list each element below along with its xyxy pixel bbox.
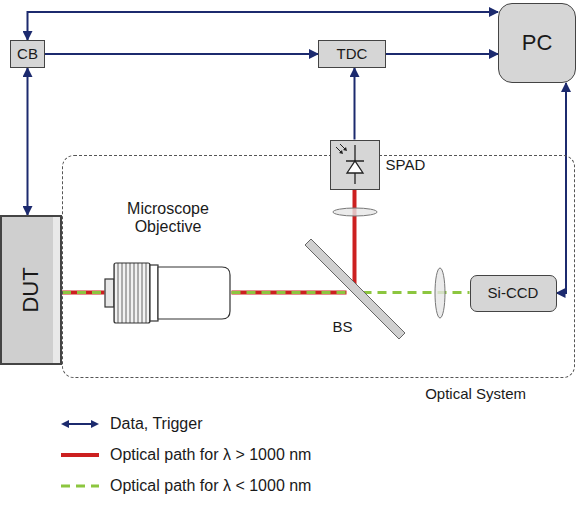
optical-path — [232, 292, 347, 293]
si-ccd-camera: Si-CCD — [470, 275, 557, 312]
node-label: PC — [522, 30, 553, 55]
tdc-box: TDC — [318, 40, 386, 68]
connector-line — [28, 12, 499, 40]
spad-detector: SPAD — [330, 140, 380, 190]
connector-line — [354, 68, 356, 140]
red-beam — [353, 190, 357, 285]
legend-item: Optical path for λ > 1000 nm — [60, 444, 480, 466]
beam-splitter: BS — [347, 285, 363, 301]
legend-text: Data, Trigger — [110, 415, 202, 433]
node-label: TDC — [337, 45, 368, 62]
connector-line — [45, 53, 318, 55]
red-beam — [62, 291, 105, 295]
legend-item: Optical path for λ < 1000 nm — [60, 475, 480, 497]
photodiode-symbol — [331, 141, 378, 188]
control-box: CB — [10, 40, 45, 68]
green-beam — [62, 291, 105, 294]
green-beam — [363, 291, 470, 294]
node-label: Si-CCD — [488, 284, 539, 301]
lens — [435, 268, 445, 318]
legend-text: Optical path for λ < 1000 nm — [110, 477, 311, 495]
node-label: BS — [333, 318, 353, 335]
connector-line — [386, 53, 498, 55]
optical-path — [363, 292, 470, 293]
pc-box: PC — [498, 3, 576, 83]
red-beam — [232, 291, 347, 295]
legend-text: Optical path for λ > 1000 nm — [110, 446, 311, 464]
connector-line — [557, 83, 567, 293]
node-label: DUT — [18, 267, 43, 312]
legend-item: Data, Trigger — [60, 413, 480, 435]
data-trigger-link — [45, 54, 318, 55]
legend-sample — [60, 413, 100, 435]
legend-sample — [60, 444, 100, 466]
device-under-test: DUT — [0, 215, 62, 365]
beam-splitter-plate — [305, 239, 405, 339]
connector-line — [27, 68, 29, 215]
data-trigger-link — [386, 54, 498, 55]
data-trigger-link — [28, 12, 499, 40]
microscope-objective-drawing — [105, 263, 230, 323]
optical-path — [62, 292, 105, 293]
node-label: SPAD — [386, 156, 426, 173]
optical-system-region: Optical SystemSPADMicroscope ObjectiveBS… — [62, 155, 575, 378]
node-label: CB — [17, 45, 38, 62]
lens — [333, 208, 377, 216]
node-label: Microscope Objective — [105, 200, 232, 237]
legend-sample — [60, 475, 100, 497]
data-trigger-link — [354, 68, 355, 140]
data-trigger-link — [557, 83, 567, 293]
data-trigger-link — [27, 68, 28, 215]
green-beam — [232, 291, 347, 294]
optical-path — [354, 190, 355, 285]
node-label: Optical System — [425, 385, 526, 402]
microscope-objective: Microscope Objective — [105, 200, 232, 330]
